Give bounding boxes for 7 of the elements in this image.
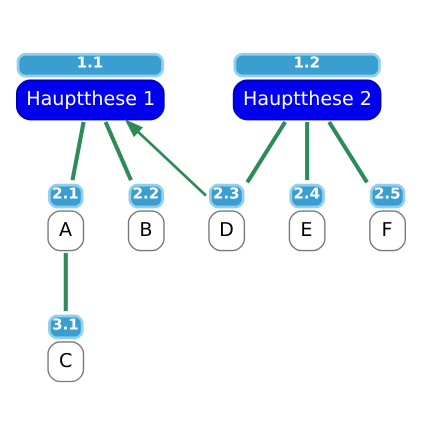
connector	[305, 121, 310, 180]
connector	[327, 120, 369, 183]
connector	[64, 252, 68, 311]
arrow	[124, 118, 207, 196]
connector	[246, 120, 287, 183]
connector	[104, 120, 133, 180]
connector	[70, 121, 86, 180]
